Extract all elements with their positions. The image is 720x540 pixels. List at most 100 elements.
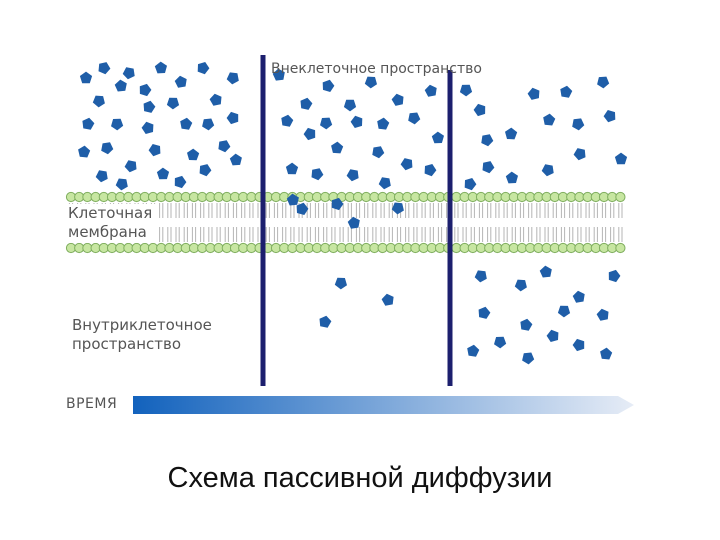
- molecule: [522, 352, 535, 365]
- molecule: [473, 103, 486, 117]
- lipid-head: [615, 242, 626, 254]
- molecule: [122, 67, 135, 80]
- molecule: [543, 113, 556, 126]
- molecule: [478, 306, 491, 319]
- molecule: [148, 144, 161, 157]
- molecule: [597, 76, 610, 89]
- molecule: [322, 79, 335, 92]
- molecule: [226, 72, 239, 85]
- molecule: [424, 164, 437, 177]
- molecule: [346, 169, 359, 182]
- molecule: [608, 269, 621, 283]
- molecule: [229, 153, 242, 166]
- molecule: [272, 68, 285, 81]
- molecule: [197, 62, 210, 75]
- molecule: [364, 76, 377, 89]
- molecule: [572, 290, 585, 303]
- molecule: [424, 84, 437, 97]
- molecule: [311, 168, 324, 181]
- molecule: [156, 167, 170, 180]
- molecule: [505, 171, 518, 184]
- molecule: [546, 329, 559, 342]
- diagram-caption: Схема пассивной диффузии: [167, 462, 553, 494]
- molecule: [199, 164, 212, 177]
- intracellular-label-line1: Внутриклеточное: [72, 316, 212, 334]
- molecule: [400, 158, 413, 171]
- molecule: [319, 315, 332, 328]
- molecule: [296, 202, 309, 215]
- molecule: [92, 95, 105, 108]
- molecule: [101, 142, 114, 155]
- molecule: [82, 117, 95, 130]
- molecules-layer: [78, 61, 628, 365]
- molecule: [408, 112, 421, 125]
- extracellular-label: Внеклеточное пространство: [271, 61, 482, 77]
- molecule: [572, 118, 585, 131]
- molecule: [572, 338, 585, 352]
- molecule: [202, 118, 215, 131]
- molecule: [350, 115, 363, 128]
- molecule: [505, 127, 518, 140]
- molecule: [180, 117, 193, 130]
- time-arrow: [133, 396, 634, 414]
- molecule: [98, 62, 111, 75]
- molecule: [78, 145, 91, 158]
- molecule: [378, 177, 391, 190]
- molecule: [124, 160, 137, 173]
- molecule: [209, 93, 222, 106]
- molecule: [482, 161, 495, 174]
- intracellular-label-line2: пространство: [72, 335, 182, 353]
- molecule: [320, 117, 333, 130]
- molecule: [474, 270, 487, 283]
- molecule: [141, 121, 154, 134]
- molecule: [381, 293, 394, 306]
- molecule: [139, 83, 152, 97]
- molecule: [467, 344, 480, 357]
- molecule: [527, 87, 540, 100]
- molecule: [143, 100, 156, 113]
- molecule: [187, 148, 200, 161]
- intracellular-label: Внутриклеточное пространство: [72, 316, 212, 354]
- molecule: [79, 71, 93, 84]
- molecule: [174, 175, 187, 189]
- molecule: [347, 216, 360, 229]
- lipid-head: [615, 191, 626, 203]
- molecule: [391, 202, 404, 215]
- molecule: [114, 79, 127, 92]
- molecule: [286, 193, 299, 206]
- time-label: ВРЕМЯ: [66, 396, 118, 412]
- molecule: [539, 265, 552, 278]
- molecule: [343, 99, 357, 112]
- molecule: [603, 110, 616, 123]
- molecule: [481, 134, 494, 147]
- molecule: [226, 111, 239, 125]
- molecule: [372, 146, 385, 159]
- molecule: [541, 164, 554, 177]
- molecule: [596, 308, 609, 321]
- panel-dividers: [260, 55, 453, 386]
- molecule: [115, 178, 128, 191]
- molecule: [573, 148, 586, 161]
- molecule: [303, 127, 316, 141]
- molecule: [111, 118, 124, 131]
- molecule: [95, 170, 108, 183]
- molecule: [464, 178, 477, 191]
- molecule: [600, 347, 613, 360]
- molecule: [154, 61, 167, 74]
- molecule: [614, 152, 628, 165]
- molecule: [431, 131, 444, 144]
- molecule: [285, 162, 299, 175]
- membrane-label-line2: мембрана: [68, 223, 147, 241]
- molecule: [494, 336, 507, 349]
- molecule: [391, 93, 404, 106]
- molecule: [174, 75, 187, 88]
- molecule: [459, 84, 473, 97]
- molecule: [218, 140, 231, 153]
- molecule: [520, 318, 533, 331]
- molecule: [331, 197, 344, 211]
- molecule: [166, 97, 180, 110]
- molecule: [300, 97, 313, 110]
- membrane-label: Клеточная мембрана: [68, 204, 157, 243]
- membrane-label-line1: Клеточная: [68, 204, 153, 222]
